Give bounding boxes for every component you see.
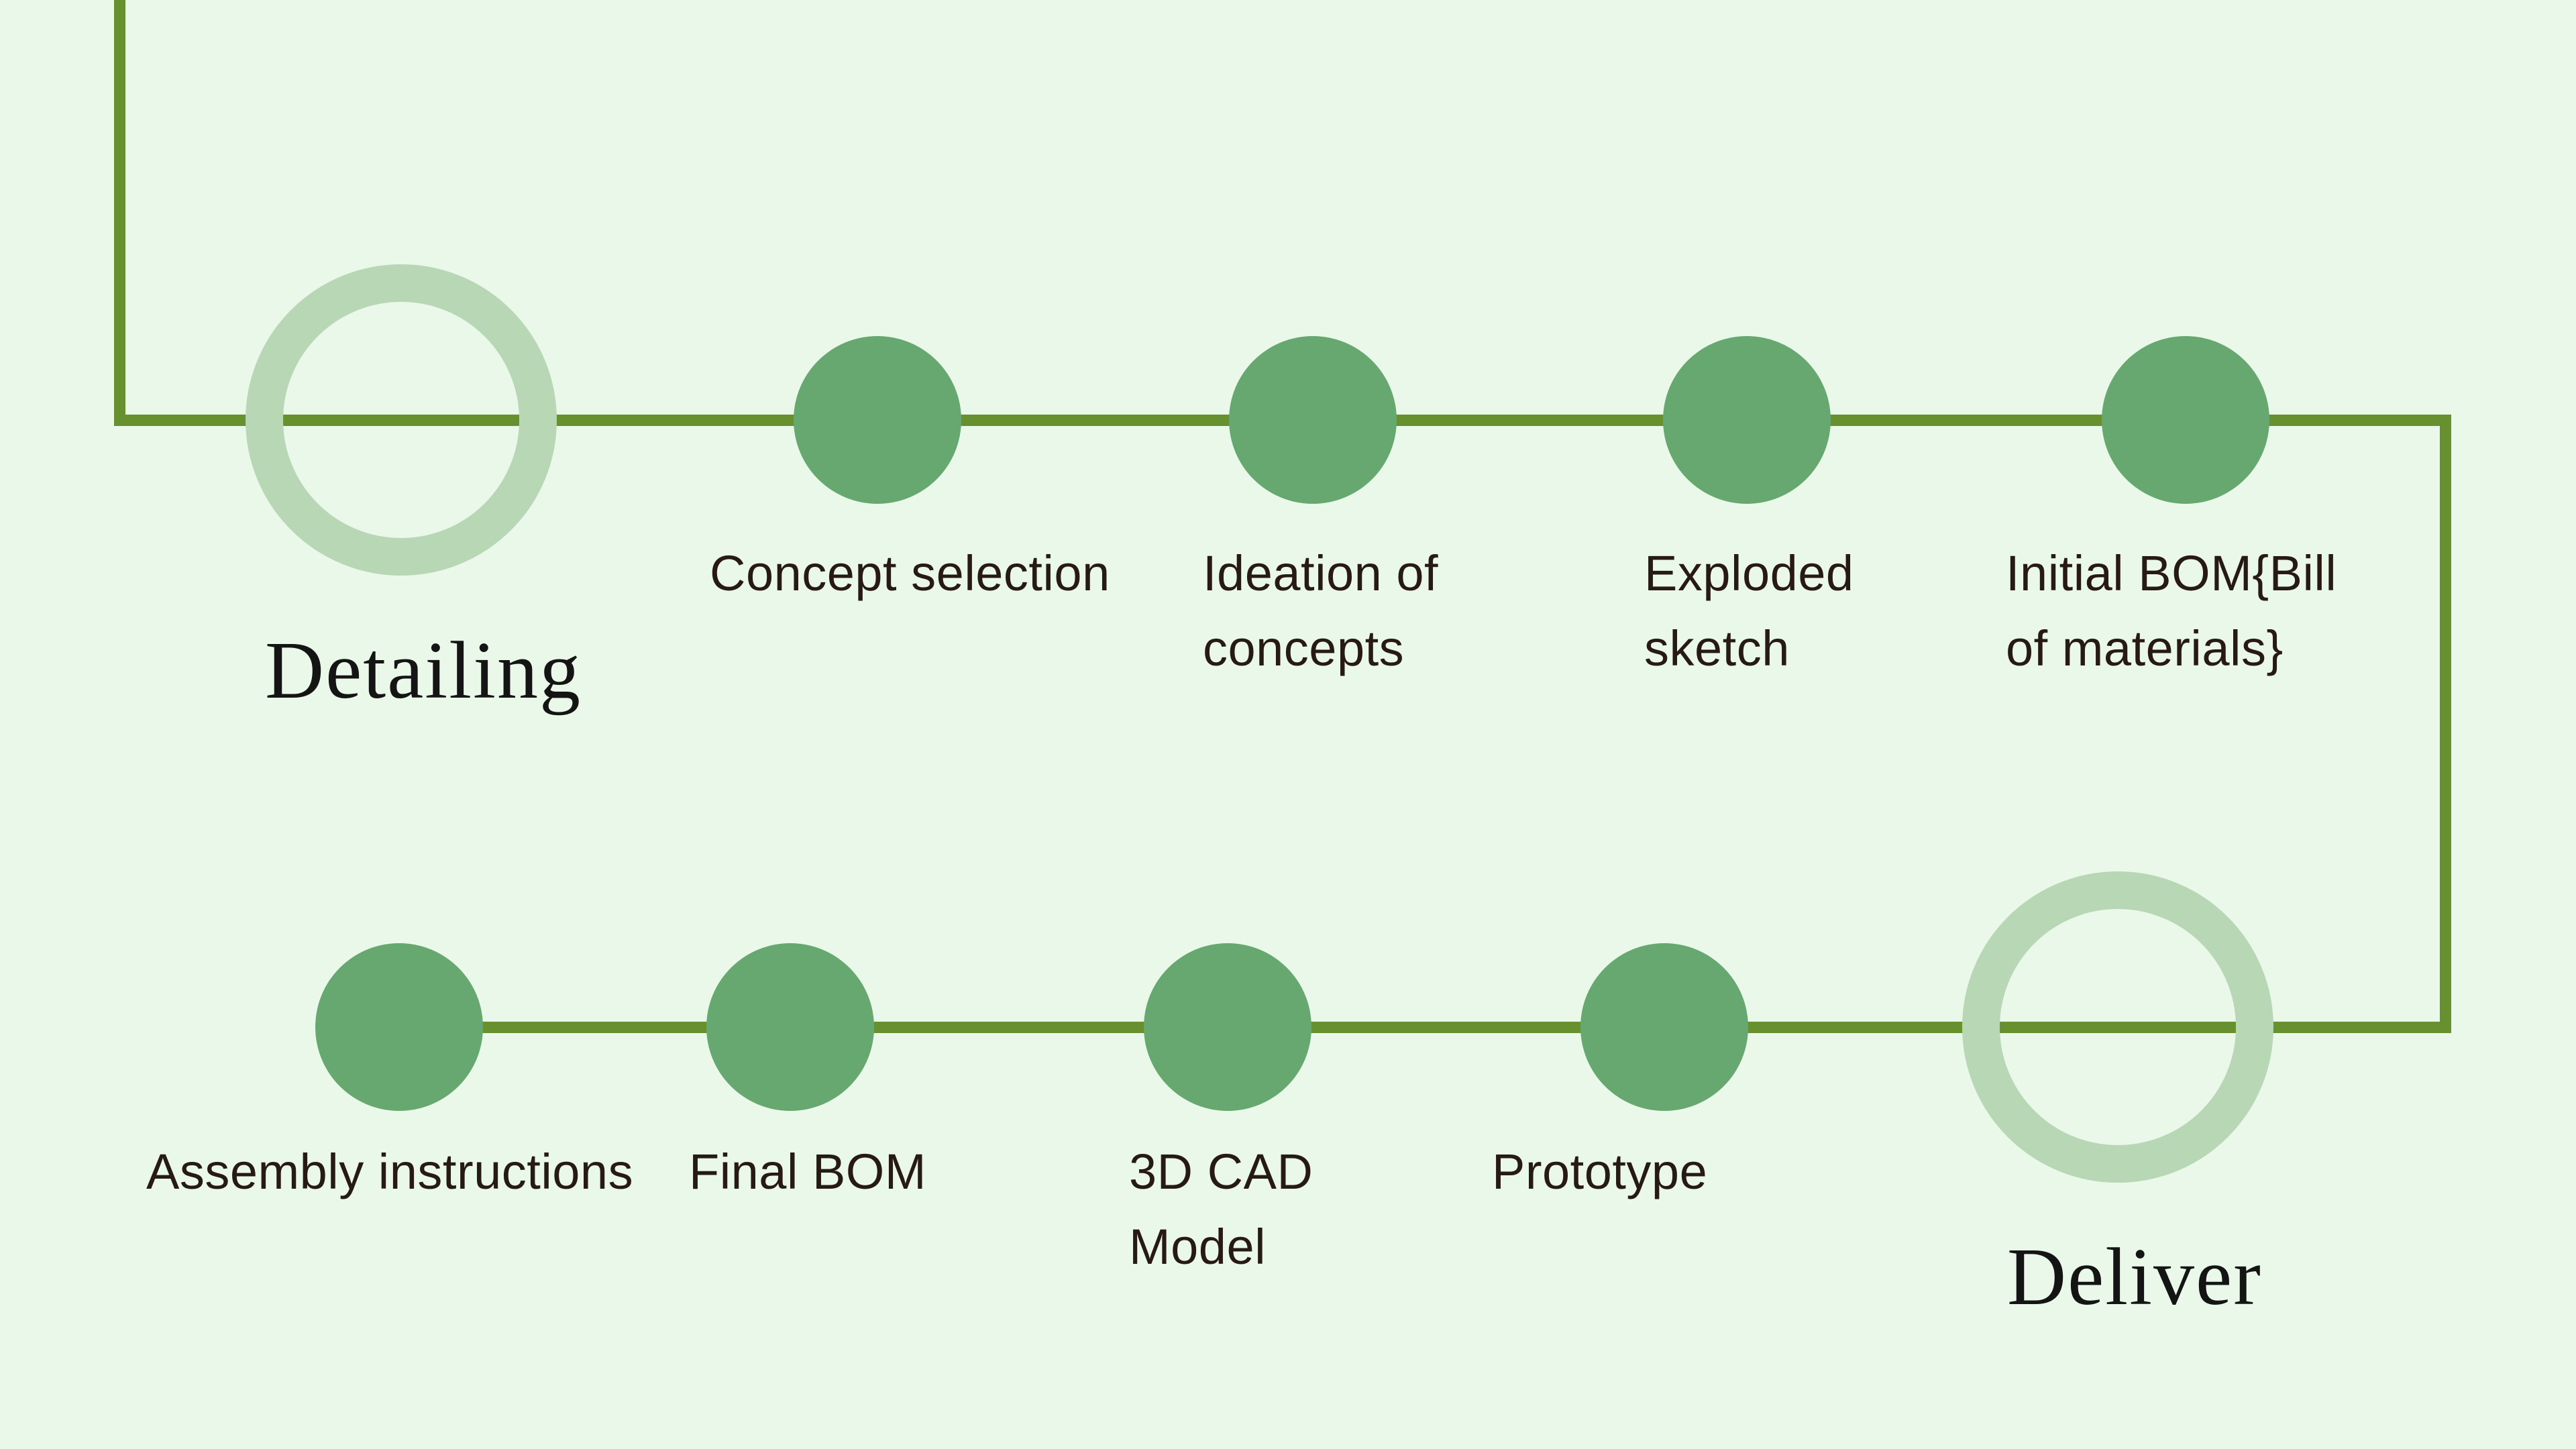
node-ideation-of-concepts (1229, 336, 1397, 504)
entry-connector-line (114, 0, 125, 426)
label-line: Ideation of (1203, 545, 1439, 601)
label-initial-bom: Initial BOM{Bill of materials} (2006, 536, 2337, 686)
node-concept-selection (794, 336, 961, 504)
right-connector-line (2440, 415, 2451, 1033)
label-line: of materials} (2006, 621, 2284, 676)
row2-connector-line (399, 1022, 2451, 1033)
label-line: Assembly instructions (146, 1144, 634, 1199)
stage-title-detailing: Detailing (265, 625, 582, 716)
label-line: Concept selection (710, 545, 1110, 601)
node-initial-bom (2102, 336, 2269, 504)
label-line: Model (1129, 1219, 1267, 1275)
deliver-stage-ring (1962, 871, 2273, 1183)
detailing-stage-ring (246, 264, 557, 576)
label-concept-selection: Concept selection (710, 536, 1110, 611)
label-line: Exploded (1644, 545, 1854, 601)
label-line: Prototype (1492, 1144, 1708, 1199)
node-prototype (1580, 943, 1748, 1111)
label-prototype: Prototype (1492, 1134, 1707, 1210)
label-line: 3D CAD (1129, 1144, 1313, 1199)
label-assembly-instructions: Assembly instructions (146, 1134, 633, 1210)
node-final-bom (706, 943, 874, 1111)
node-3d-cad-model (1144, 943, 1311, 1111)
label-line: Initial BOM{Bill (2006, 545, 2337, 601)
label-line: Final BOM (689, 1144, 927, 1199)
label-line: sketch (1644, 621, 1790, 676)
label-line: concepts (1203, 621, 1405, 676)
label-3d-cad-model: 3D CAD Model (1129, 1134, 1313, 1285)
label-ideation-of-concepts: Ideation of concepts (1203, 536, 1438, 686)
label-exploded-sketch: Exploded sketch (1644, 536, 1854, 686)
node-exploded-sketch (1663, 336, 1831, 504)
stage-title-deliver: Deliver (2007, 1232, 2262, 1322)
node-assembly-instructions (315, 943, 483, 1111)
label-final-bom: Final BOM (689, 1134, 926, 1210)
